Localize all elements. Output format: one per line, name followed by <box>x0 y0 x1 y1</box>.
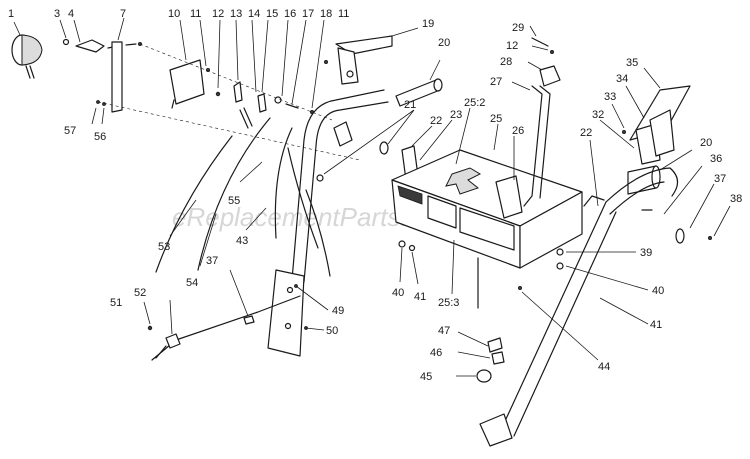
callout-45: 45 <box>420 371 432 383</box>
callout-13: 13 <box>230 8 242 20</box>
callout-41: 41 <box>414 291 426 303</box>
lower-hardware-part <box>398 240 599 383</box>
callout-22b: 22 <box>580 127 592 139</box>
right-handle-part <box>479 67 731 447</box>
callout-32: 32 <box>592 109 604 121</box>
callout-25-2: 25:2 <box>464 97 485 109</box>
control-cables-part <box>97 43 361 361</box>
callout-23: 23 <box>450 109 462 121</box>
control-panel-part <box>391 107 583 295</box>
callout-55: 55 <box>228 195 240 207</box>
callout-40b: 40 <box>652 285 664 297</box>
callout-labels: 1 3 4 7 10 11 12 13 14 15 16 17 18 11 19… <box>8 8 742 383</box>
callout-39: 39 <box>640 247 652 259</box>
grip-part <box>395 59 443 107</box>
callout-4: 4 <box>68 8 74 20</box>
callout-49: 49 <box>332 305 344 317</box>
callout-44: 44 <box>598 361 610 373</box>
callout-57: 57 <box>64 125 76 137</box>
headlight-bracket-part <box>59 17 142 125</box>
callout-26: 26 <box>512 125 524 137</box>
callout-27: 27 <box>490 76 502 88</box>
callout-12b: 12 <box>506 40 518 52</box>
cable-hardware-part <box>233 19 325 129</box>
callout-29: 29 <box>512 22 524 34</box>
headlight-part <box>11 21 43 79</box>
callout-28: 28 <box>500 56 512 68</box>
callout-41b: 41 <box>650 319 662 331</box>
callout-53: 53 <box>158 241 170 253</box>
callout-37b: 37 <box>206 255 218 267</box>
callout-38: 38 <box>730 193 742 205</box>
callout-1: 1 <box>8 8 14 20</box>
callout-34: 34 <box>616 73 628 85</box>
callout-40: 40 <box>392 287 404 299</box>
callout-14: 14 <box>248 8 260 20</box>
callout-22: 22 <box>430 115 442 127</box>
callout-54: 54 <box>186 277 198 289</box>
callout-19: 19 <box>422 18 434 30</box>
callout-37: 37 <box>714 173 726 185</box>
callout-36: 36 <box>710 153 722 165</box>
callout-3: 3 <box>54 8 60 20</box>
callout-12: 12 <box>212 8 224 20</box>
control-bracket-part <box>169 19 221 109</box>
callout-35: 35 <box>626 57 638 69</box>
callout-11b: 11 <box>338 8 349 20</box>
callout-11: 11 <box>190 8 201 20</box>
callout-50: 50 <box>326 325 338 337</box>
left-handle-part <box>267 89 389 357</box>
callout-20b: 20 <box>700 137 712 149</box>
callout-47: 47 <box>438 325 450 337</box>
callout-21: 21 <box>404 99 416 111</box>
callout-25: 25 <box>490 113 502 125</box>
callout-18: 18 <box>320 8 332 20</box>
handle-control-part <box>323 27 419 85</box>
callout-15: 15 <box>266 8 278 20</box>
callout-46: 46 <box>430 347 442 359</box>
callout-7: 7 <box>120 8 126 20</box>
callout-20: 20 <box>438 37 450 49</box>
callout-33: 33 <box>604 91 616 103</box>
callout-43: 43 <box>236 235 248 247</box>
callout-10: 10 <box>168 8 180 20</box>
callout-16: 16 <box>284 8 296 20</box>
callout-56: 56 <box>94 131 106 143</box>
callout-52: 52 <box>134 287 146 299</box>
callout-51: 51 <box>110 297 122 309</box>
callout-25-3: 25:3 <box>438 297 459 309</box>
callout-17: 17 <box>302 8 314 20</box>
shift-rod-part <box>511 25 561 207</box>
